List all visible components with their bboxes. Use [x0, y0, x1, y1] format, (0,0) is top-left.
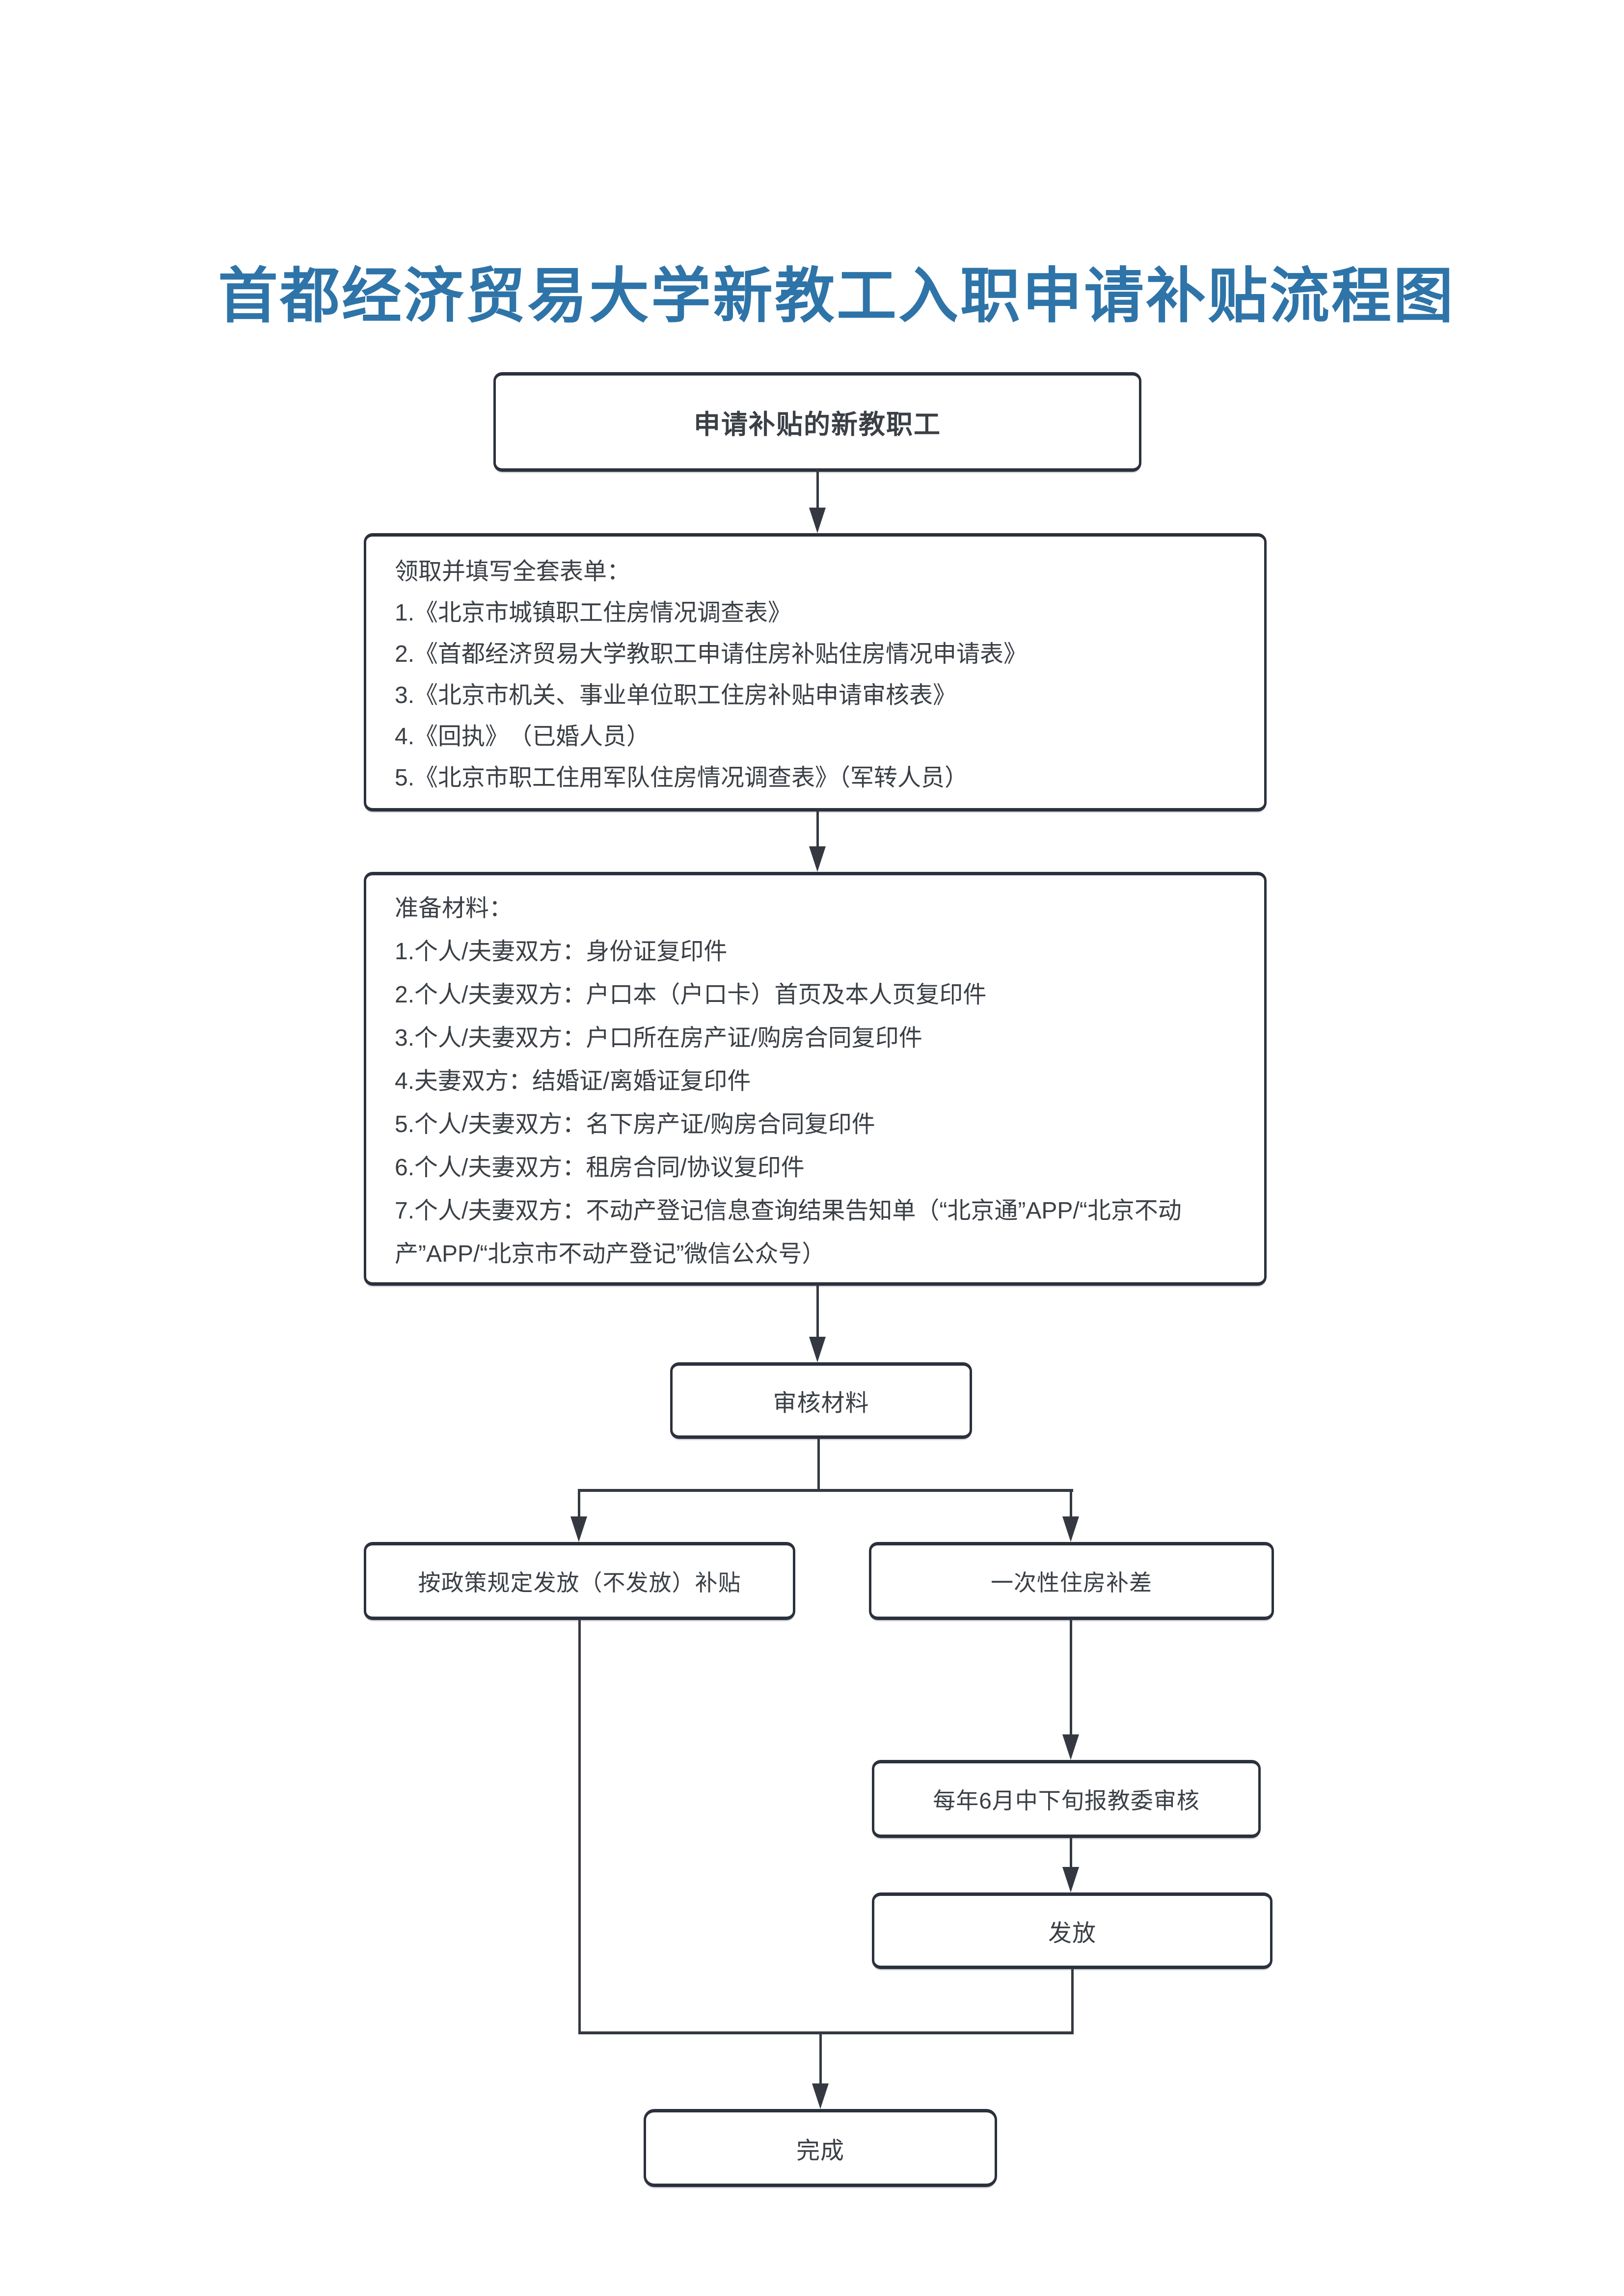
materials-item-5: 5.个人/夫妻双方：名下房产证/购房合同复印件	[395, 1111, 875, 1137]
connector-merge-done	[819, 2031, 822, 2086]
forms-item-1: 1.《北京市城镇职工住房情况调查表》	[395, 600, 792, 626]
materials-item-4: 4.夫妻双方：结婚证/离婚证复印件	[395, 1068, 751, 1094]
materials-header: 准备材料：	[395, 895, 513, 921]
forms-item-3: 3.《北京市机关、事业单位职工住房补贴申请审核表》	[395, 682, 957, 708]
page-title: 首都经济贸易大学新教工入职申请补贴流程图	[218, 260, 1455, 331]
node-issue-label: 发放	[1048, 1920, 1096, 1946]
connector-policy-merge	[578, 1619, 581, 2034]
connector-split-policy	[578, 1489, 580, 1519]
materials-item-2: 2.个人/夫妻双方：户口本（户口卡）首页及本人页复印件	[395, 982, 987, 1008]
arrowhead-onetime-june	[1062, 1734, 1079, 1760]
arrowhead-split-policy	[570, 1516, 587, 1542]
split-horizontal-line	[579, 1489, 1073, 1492]
connector-split-onetime	[1070, 1489, 1072, 1519]
arrowhead-split-onetime	[1062, 1516, 1079, 1542]
arrowhead-forms-materials	[809, 846, 826, 872]
node-review: 审核材料	[670, 1362, 972, 1439]
node-june: 每年6月中下旬报教委审核	[872, 1760, 1261, 1838]
node-materials: 准备材料： 1.个人/夫妻双方：身份证复印件 2.个人/夫妻双方：户口本（户口卡…	[364, 872, 1267, 1286]
connector-forms-materials	[816, 810, 819, 851]
arrowhead-june-issue	[1062, 1867, 1079, 1892]
node-start-label: 申请补贴的新教职工	[694, 410, 941, 439]
arrowhead-materials-review	[809, 1337, 826, 1362]
connector-start-forms	[816, 469, 819, 512]
connector-onetime-june	[1070, 1619, 1072, 1739]
connector-materials-review	[816, 1285, 819, 1340]
materials-item-3: 3.个人/夫妻双方：户口所在房产证/购房合同复印件	[395, 1025, 922, 1051]
arrowhead-merge-done	[812, 2083, 829, 2109]
node-done: 完成	[644, 2109, 997, 2187]
materials-item-6: 6.个人/夫妻双方：租房合同/协议复印件	[395, 1155, 805, 1181]
node-june-label: 每年6月中下旬报教委审核	[933, 1787, 1200, 1813]
connector-review-split	[817, 1438, 820, 1492]
node-policy-label: 按政策规定发放（不发放）补贴	[418, 1569, 741, 1595]
node-onetime: 一次性住房补差	[869, 1542, 1274, 1620]
forms-item-5: 5.《北京市职工住用军队住房情况调查表》（军转人员）	[395, 765, 969, 791]
node-policy: 按政策规定发放（不发放）补贴	[364, 1542, 795, 1620]
forms-item-4: 4.《回执》 （已婚人员）	[395, 724, 650, 750]
node-done-label: 完成	[796, 2137, 844, 2164]
merge-horizontal-line	[578, 2031, 1074, 2034]
arrowhead-start-forms	[809, 508, 826, 533]
node-review-label: 审核材料	[773, 1390, 869, 1416]
materials-item-1: 1.个人/夫妻双方：身份证复印件	[395, 939, 728, 965]
materials-item-7: 7.个人/夫妻双方：不动产登记信息查询结果告知单（“北京通”APP/“北京不动产…	[395, 1198, 1182, 1267]
connector-june-issue	[1070, 1837, 1072, 1870]
node-onetime-label: 一次性住房补差	[991, 1569, 1152, 1595]
node-forms: 领取并填写全套表单： 1.《北京市城镇职工住房情况调查表》 2.《首都经济贸易大…	[364, 533, 1267, 811]
connector-issue-merge	[1071, 1968, 1074, 2034]
forms-header: 领取并填写全套表单：	[395, 559, 631, 585]
forms-item-2: 2.《首都经济贸易大学教职工申请住房补贴住房情况申请表》	[395, 641, 1028, 667]
node-start: 申请补贴的新教职工	[493, 372, 1141, 472]
node-issue: 发放	[872, 1892, 1272, 1969]
